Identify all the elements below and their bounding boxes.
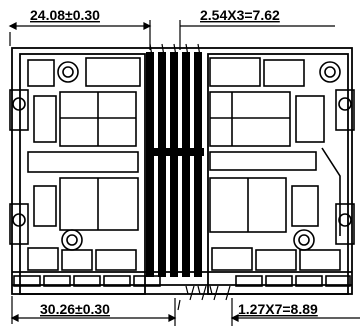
left-flanges	[9, 89, 29, 245]
right-flanges	[335, 89, 355, 245]
bottom-right-dimension-label: 1.27X7=8.89	[238, 301, 318, 317]
bottom-dimension	[10, 296, 360, 326]
bottom-pin-ticks	[177, 285, 231, 311]
top-dimension	[8, 20, 335, 50]
center-pin-array	[146, 52, 204, 277]
center-pin-ticks	[149, 43, 201, 57]
bottom-pin-row	[13, 275, 351, 287]
top-right-dimension-label: 2.54X3=7.62	[200, 7, 280, 23]
right-module	[209, 57, 341, 271]
left-module	[27, 57, 141, 271]
top-left-dimension-label: 24.08±0.30	[30, 7, 100, 23]
bottom-left-dimension-label: 30.26±0.30	[40, 301, 110, 317]
